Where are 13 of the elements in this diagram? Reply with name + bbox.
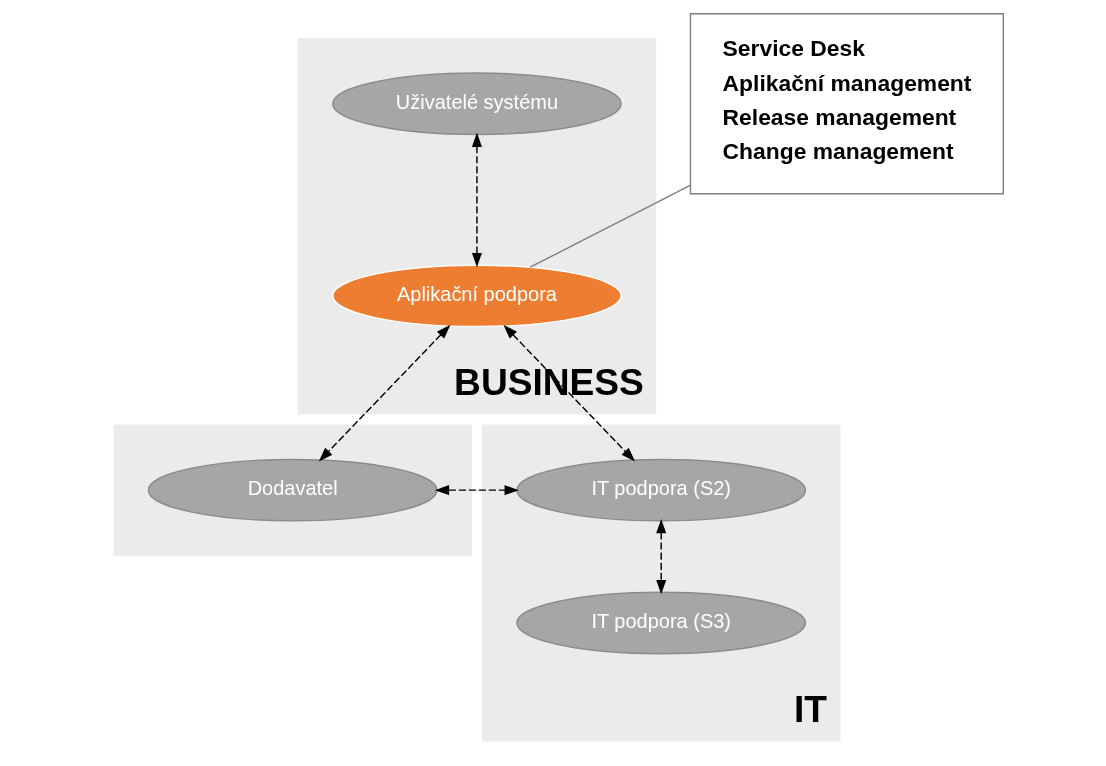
arrow — [656, 518, 667, 595]
node-ellipse: IT podpora (S3) — [516, 591, 807, 655]
arrow — [471, 132, 482, 268]
arrow — [318, 324, 451, 462]
arrow — [503, 324, 636, 462]
arrow — [434, 485, 519, 496]
node-ellipse: Dodavatel — [147, 458, 438, 522]
connector — [529, 184, 691, 268]
cluster — [113, 424, 472, 556]
node-ellipse: Uživatelé systému — [331, 72, 622, 136]
node-box: Service Desk Aplikační management Release management Change management — [689, 13, 1004, 195]
node-ellipse: IT podpora (S2) — [516, 458, 807, 522]
node-ellipse: Aplikační podpora — [331, 264, 622, 328]
